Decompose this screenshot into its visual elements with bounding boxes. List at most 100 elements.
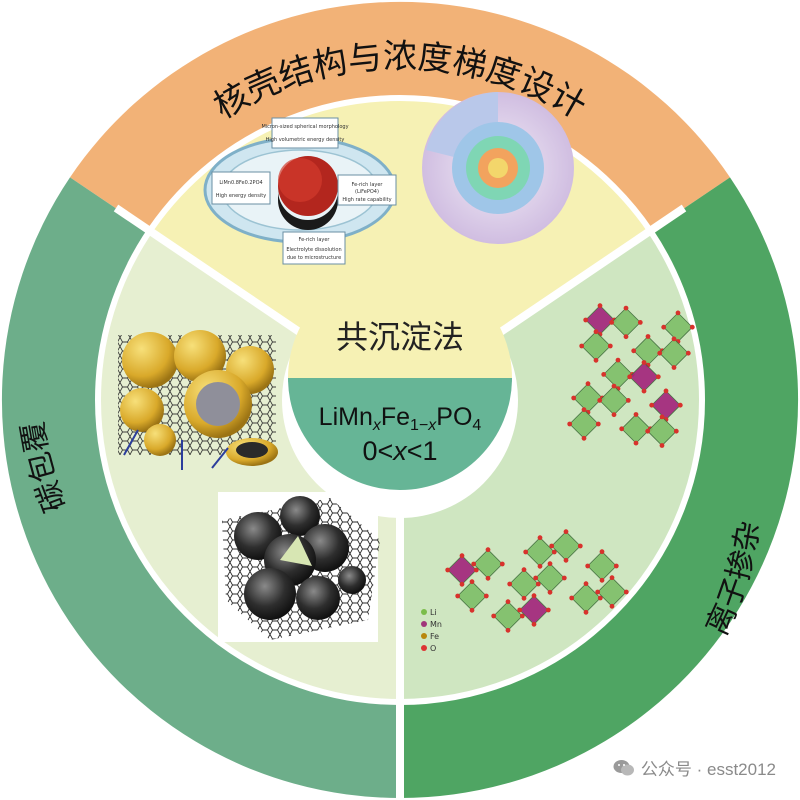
oxygen-atom — [657, 350, 663, 356]
oxygen-atom — [577, 543, 583, 549]
oxygen-atom — [519, 613, 525, 619]
ion-label-mn: Mn — [430, 620, 442, 629]
oxygen-atom — [633, 412, 639, 417]
oxygen-atom — [583, 581, 589, 587]
oxygen-atom — [649, 402, 655, 408]
oxygen-atom — [671, 336, 677, 342]
schematic-label-dissolution: Electrolyte dissolution — [286, 247, 341, 253]
oxygen-atom — [611, 412, 617, 418]
oxygen-atom — [521, 595, 527, 601]
schematic-label-lfp: (LiFePO4) — [355, 189, 379, 195]
graphene-wrapped-particles-image — [218, 492, 380, 642]
center-top-half — [288, 266, 512, 378]
oxygen-atom — [623, 334, 629, 340]
oxygen-atom — [473, 567, 479, 573]
oxygen-atom — [611, 383, 617, 389]
oxygen-atom — [483, 593, 489, 599]
oxygen-atom — [609, 603, 615, 609]
oxygen-atom — [599, 577, 605, 583]
oxygen-atom — [583, 317, 589, 323]
oxygen-atom — [531, 593, 537, 599]
oxygen-atom — [633, 440, 639, 446]
inner-ring-border — [95, 95, 705, 705]
oxygen-atom — [585, 381, 591, 387]
watermark: 公众号 · esst2012 — [613, 755, 776, 780]
oxygen-atom — [523, 549, 529, 555]
oxygen-atom — [607, 343, 613, 349]
ion-label-fe: Fe — [430, 632, 439, 641]
oxygen-atom — [595, 589, 601, 595]
oxygen-atom — [601, 372, 607, 377]
schematic-label-fe-rich-2: Fe-rich layer — [299, 237, 331, 243]
oxygen-atom — [505, 627, 511, 633]
oxygen-atom — [499, 561, 505, 567]
crystal-structure-doping-image: Li Mn Fe O — [421, 303, 695, 653]
oxygen-atom — [631, 348, 637, 354]
oxygen-atom — [563, 557, 569, 563]
schematic-label-energy: High energy density — [216, 193, 266, 199]
oxygen-atom — [619, 426, 625, 432]
oxygen-atom — [579, 343, 585, 349]
oxygen-atom — [597, 303, 603, 309]
schematic-label-fe-rich: Fe-rich layer — [352, 182, 384, 188]
oxygen-atom — [505, 599, 511, 605]
chemical-formula: LiMnxFe1−xPO4 — [319, 403, 482, 434]
schematic-label-vol-energy: High volumetric energy density — [266, 137, 345, 143]
oxygen-atom — [597, 595, 603, 601]
schematic-label-microstructure: due to microstructure — [287, 255, 341, 261]
oxygen-atom — [595, 421, 601, 427]
composition-range: 0<x<1 — [362, 436, 437, 466]
oxygen-atom — [455, 593, 461, 599]
oxygen-atom — [663, 388, 669, 394]
oxygen-atom — [545, 607, 551, 613]
oxygen-atom — [551, 549, 557, 555]
oxygen-atom — [547, 589, 553, 595]
concentration-gradient-sphere-image — [422, 92, 574, 244]
oxygen-atom — [563, 529, 569, 535]
core-shell-schematic-image: Micron-sized spherical morphology High v… — [203, 117, 397, 265]
oxygen-atom — [537, 535, 543, 541]
oxygen-atom — [685, 350, 691, 356]
oxygen-atom — [627, 374, 633, 380]
oxygen-atom — [659, 414, 665, 420]
oxygen-atom — [609, 320, 615, 325]
oxygen-atom — [561, 575, 567, 581]
watermark-text: 公众号 · esst2012 — [640, 760, 776, 779]
schematic-label-lmfp: LiMn0.8Fe0.2PO4 — [219, 180, 262, 186]
oxygen-atom — [521, 567, 527, 573]
oxygen-atom — [485, 575, 491, 581]
oxygen-atom — [507, 581, 513, 587]
oxygen-atom — [623, 589, 629, 595]
oxygen-atom — [593, 329, 599, 335]
oxygen-atom — [445, 567, 451, 573]
oxygen-atom — [533, 575, 539, 581]
oxygen-atom — [517, 607, 523, 613]
oxygen-atom — [549, 543, 555, 549]
oxygen-atom — [571, 395, 577, 401]
oxygen-atom — [689, 324, 695, 330]
oxygen-atom — [641, 360, 647, 365]
oxygen-atom — [593, 357, 599, 363]
oxygen-atom — [623, 305, 629, 311]
oxygen-atom — [585, 563, 591, 569]
oxygen-atom — [615, 357, 621, 363]
oxygen-atom — [673, 428, 679, 434]
oxygen-atom — [581, 407, 587, 413]
oxygen-atom — [613, 563, 619, 569]
oxygen-atom — [583, 609, 589, 615]
oxygen-atom — [485, 547, 491, 553]
oxygen-atom — [661, 324, 667, 330]
oxygen-atom — [491, 613, 497, 619]
oxygen-atom — [637, 320, 643, 325]
oxygen-atom — [537, 563, 543, 569]
oxygen-atom — [641, 388, 647, 394]
center-circle: 共沉淀法 LiMnxFe1−xPO4 0<x<1 — [282, 266, 518, 518]
oxygen-atom — [569, 595, 575, 601]
schematic-label-rate: High rate capability — [342, 197, 391, 203]
oxygen-atom — [675, 310, 681, 316]
oxygen-atom — [469, 607, 475, 613]
oxygen-atom — [659, 443, 665, 448]
oxygen-atom — [599, 549, 605, 555]
oxygen-atom — [535, 581, 541, 587]
